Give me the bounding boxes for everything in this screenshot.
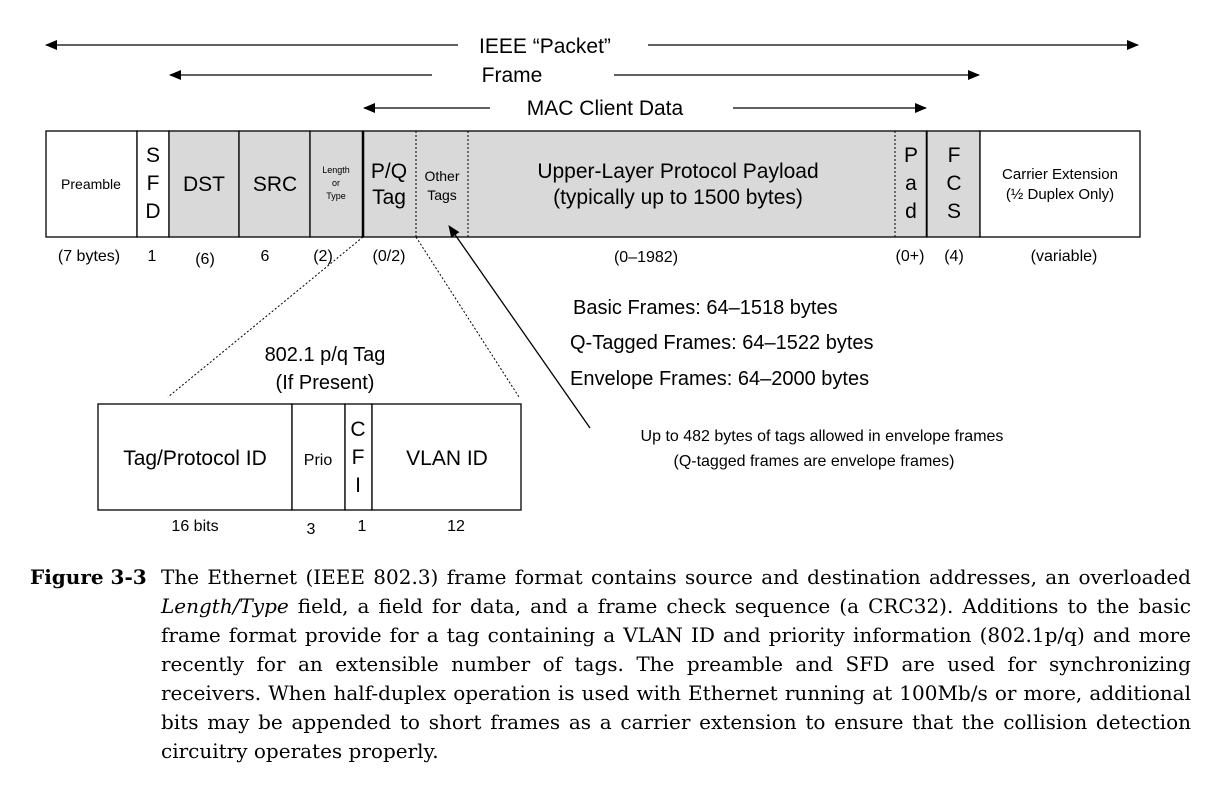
length-type-size: (2) [313,248,333,265]
pq-tag-label-1: P/Q [371,160,407,183]
vlan-id-label: VLAN ID [406,447,488,470]
carrier-extension-field [979,130,1141,238]
dst-size: (6) [195,251,215,268]
sfd-label-3: D [145,200,160,223]
payload-size: (0–1982) [614,249,678,266]
mac-client-span-arrow: MAC Client Data [363,97,927,120]
pq-tag-label-2: Tag [372,186,406,209]
pad-label-2: a [905,172,917,195]
tag-detail-fields [97,403,522,511]
pad-label-3: d [905,200,917,223]
sfd-label-1: S [146,144,160,167]
prio-field [291,403,346,511]
other-tags-label-1: Other [424,168,459,184]
length-type-label-2: or [332,178,340,188]
caption-italic-term: Length/Type [161,594,289,618]
src-size: 6 [261,248,270,265]
prio-size: 3 [307,521,316,538]
carrier-extension-label-1: Carrier Extension [1002,166,1118,183]
length-type-label-3: Type [326,191,346,201]
tag-expansion-line-right [415,236,520,398]
frame-fields [45,130,1141,238]
pad-size: (0+) [896,248,925,265]
envelope-frames-note: Envelope Frames: 64–2000 bytes [570,368,869,390]
tpid-size: 16 bits [171,518,218,535]
packet-span-arrow: IEEE “Packet” [45,35,1139,58]
fcs-size: (4) [944,248,964,265]
fcs-label-2: C [946,172,961,195]
q-tagged-frames-note: Q-Tagged Frames: 64–1522 bytes [570,332,874,354]
tpid-field [97,403,293,511]
length-type-label-1: Length [322,165,350,175]
tpid-label: Tag/Protocol ID [123,447,267,470]
vlan-id-field [371,403,522,511]
preamble-size: (7 bytes) [58,248,120,265]
cfi-label-3: I [355,474,361,497]
frame-size-notes: Basic Frames: 64–1518 bytes Q-Tagged Fra… [570,297,874,390]
other-tags-label-2: Tags [427,187,457,203]
preamble-label: Preamble [61,176,121,192]
basic-frames-note: Basic Frames: 64–1518 bytes [573,297,838,319]
payload-label-2: (typically up to 1500 bytes) [553,186,803,209]
figure-label: Figure 3-3 [30,565,147,589]
other-tags-pointer-arrow [448,225,591,429]
length-type-field [309,130,364,238]
tag-note-line-1: Up to 482 bytes of tags allowed in envel… [641,428,1004,445]
frame-span-arrow: Frame [169,64,980,87]
sfd-label-2: F [147,172,160,195]
caption-text-a: The Ethernet (IEEE 802.3) frame format c… [161,565,1191,589]
carrier-extension-size: (variable) [1031,248,1098,265]
caption-text-b: field, a field for data, and a frame che… [161,594,1191,763]
sfd-size: 1 [148,248,157,265]
carrier-extension-label-2: (½ Duplex Only) [1006,186,1114,203]
packet-label: IEEE “Packet” [479,35,611,58]
fcs-field [926,130,981,238]
pad-label-1: P [904,144,918,167]
pq-tag-size: (0/2) [373,248,406,265]
prio-label: Prio [304,452,333,469]
dst-label: DST [183,173,225,196]
tag-detail-title-2: (If Present) [276,372,375,394]
frame-label: Frame [482,64,543,87]
preamble-field [45,130,138,238]
src-label: SRC [253,173,297,196]
cfi-size: 1 [358,518,367,535]
cfi-label-2: F [352,446,365,469]
mac-client-data-block [362,130,928,238]
sfd-field [136,130,170,238]
mac-client-label: MAC Client Data [527,97,684,120]
tag-detail-title-1: 802.1 p/q Tag [265,344,386,366]
src-field [238,130,311,238]
tag-note-line-2: (Q-tagged frames are envelope frames) [673,453,954,470]
vlan-id-size: 12 [447,518,465,535]
payload-label-1: Upper-Layer Protocol Payload [537,160,818,183]
field-sizes: (7 bytes) 1 (6) 6 (2) (0/2) (0–1982) (0+… [58,248,1097,268]
fcs-label-1: F [948,144,961,167]
caption-text: The Ethernet (IEEE 802.3) frame format c… [161,563,1191,766]
fcs-label-3: S [947,200,961,223]
cfi-label-1: C [350,418,365,441]
